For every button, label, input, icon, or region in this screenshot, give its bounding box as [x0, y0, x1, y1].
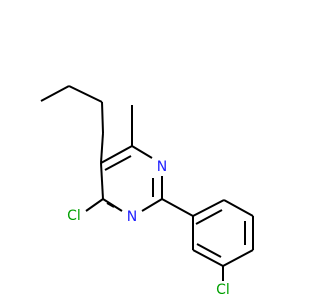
structure-diagram: N N Cl Cl	[40, 85, 254, 298]
atom-n1-label: N	[157, 159, 167, 175]
atom-n3-label: N	[127, 209, 137, 225]
bond-c5-c6-inner	[104, 155, 132, 171]
bond-c2-phenyl	[161, 198, 194, 217]
bond-butyl-3	[101, 101, 104, 134]
bond-ph-5-inner	[196, 243, 222, 258]
atom-cl4-label: Cl	[67, 208, 81, 224]
bond-ph-4	[222, 249, 254, 267]
bond-butyl-2	[68, 85, 103, 103]
molecule-canvas: N N Cl Cl	[40, 85, 254, 298]
bond-ph-2	[223, 199, 254, 217]
bond-ph-1-inner	[195, 209, 223, 225]
bond-c6-n1	[131, 145, 153, 159]
bond-c5-c6	[100, 145, 133, 164]
bond-n3-c4-inner	[106, 202, 115, 208]
atom-cl-para-label: Cl	[216, 282, 230, 298]
bond-c2-n3	[141, 198, 163, 212]
bond-ph-1	[192, 199, 225, 217]
bond-c4-cl	[85, 198, 104, 212]
bond-butyl-1	[40, 85, 70, 102]
bond-ph-5	[192, 249, 224, 267]
bond-butyl-4	[100, 132, 104, 164]
bond-c4-c5	[100, 162, 104, 200]
